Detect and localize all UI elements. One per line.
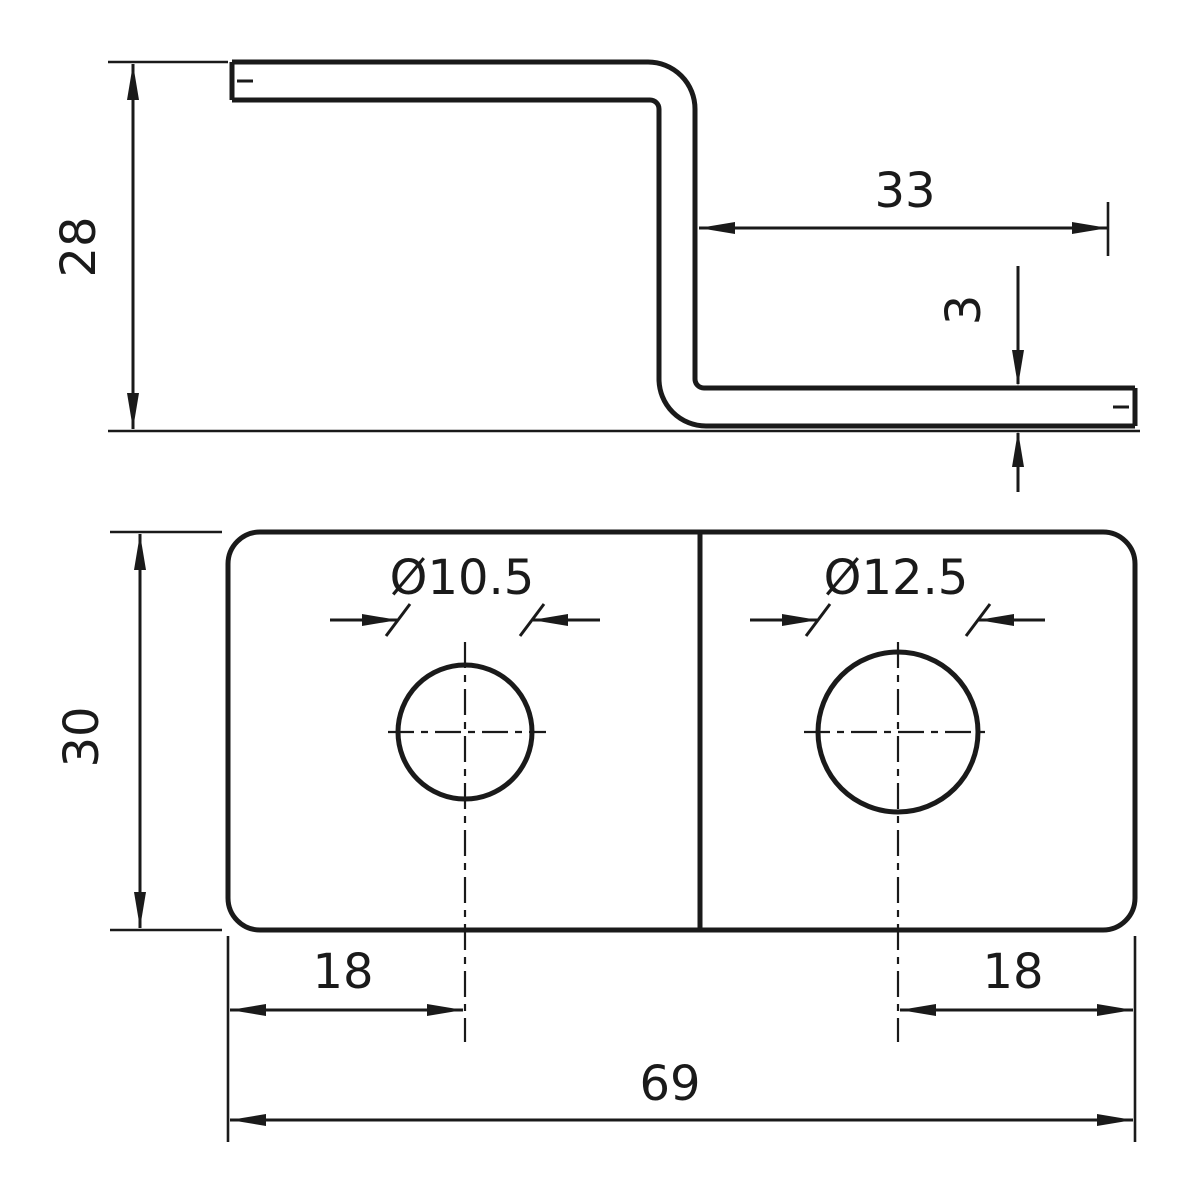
dimension-3: 3 [936, 266, 1024, 492]
dim3-arrow-down [1012, 350, 1024, 386]
profile-outer-line [232, 59, 1135, 391]
side-view-profile [229, 59, 1138, 429]
dim69-arrow-left [230, 1114, 266, 1126]
dimension-diameter-12-5: Ø12.5 [750, 550, 1045, 637]
dim69-label: 69 [639, 1056, 700, 1112]
dim30-arrow-up [134, 534, 146, 570]
dim33-arrow-left [699, 222, 735, 234]
dim3-label: 3 [936, 295, 992, 326]
dia105-label: Ø10.5 [390, 550, 535, 606]
dia105-arrow-left [362, 614, 398, 626]
dia125-tick-left [804, 603, 832, 637]
dim30-arrow-down [134, 892, 146, 928]
dim18r-arrow-left [900, 1004, 936, 1016]
dim30-label: 30 [54, 706, 110, 767]
dim28-arrow-down [127, 393, 139, 429]
dimension-18-left: 18 [230, 944, 463, 1016]
plate-outline [225, 529, 1138, 933]
dia105-tick-left [384, 603, 412, 637]
dimension-33: 33 [699, 163, 1110, 256]
dim69-arrow-right [1097, 1114, 1133, 1126]
dim18r-label: 18 [982, 944, 1043, 1000]
plan-view-plate [225, 529, 1138, 1042]
dim33-arrow-right [1072, 222, 1108, 234]
hole-left [395, 662, 535, 802]
dim18l-arrow-left [230, 1004, 266, 1016]
dia105-tick-right [518, 603, 546, 637]
dimension-28: 28 [51, 60, 1140, 433]
dia105-arrow-right [532, 614, 568, 626]
dim28-arrow-up [127, 64, 139, 100]
dimension-18-right: 18 [900, 944, 1133, 1016]
dim18l-label: 18 [312, 944, 373, 1000]
dia125-arrow-right [978, 614, 1014, 626]
profile-inner-line [232, 97, 1135, 429]
dia125-label: Ø12.5 [824, 550, 969, 606]
dia125-tick-right [964, 603, 992, 637]
dim3-arrow-up [1012, 431, 1024, 467]
dimension-30: 30 [54, 530, 222, 932]
dimension-diameter-10-5: Ø10.5 [330, 550, 600, 637]
dim28-label: 28 [51, 216, 107, 277]
dimension-69: 69 [226, 936, 1137, 1142]
dim18l-arrow-right [427, 1004, 463, 1016]
dim33-label: 33 [874, 163, 935, 219]
dim18r-arrow-right [1097, 1004, 1133, 1016]
dia125-arrow-left [782, 614, 818, 626]
